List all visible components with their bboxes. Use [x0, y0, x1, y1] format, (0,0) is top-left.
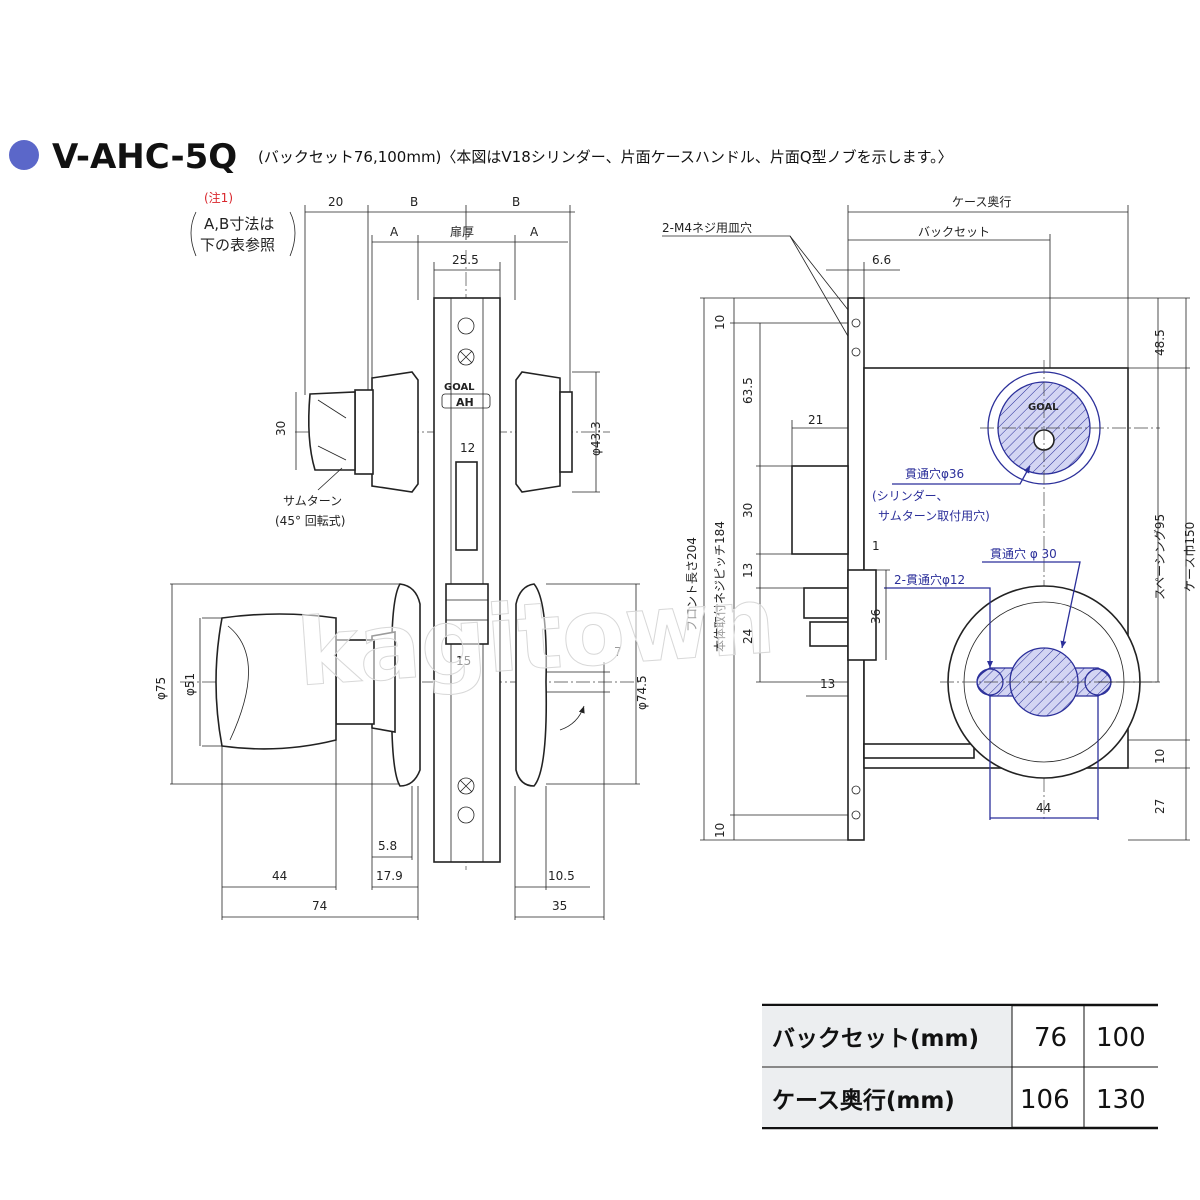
- spacing-label: スペーシング95: [1153, 514, 1167, 600]
- dim-48-5: 48.5: [1153, 329, 1167, 356]
- dim-21: 21: [808, 413, 823, 427]
- hole36-line3: サムターン取付用穴): [878, 508, 990, 523]
- dim-1: 1: [872, 539, 880, 553]
- table-cell: 100: [1096, 1023, 1146, 1053]
- brand-goal: GOAL: [444, 382, 475, 393]
- hole30-label: 貫通穴 φ 30: [990, 546, 1057, 561]
- dim-17-9: 17.9: [376, 869, 403, 883]
- screw-icon: [457, 777, 475, 795]
- dim-24: 24: [741, 629, 755, 644]
- dim-phi51: φ51: [183, 673, 197, 696]
- screw-icon: [457, 806, 475, 824]
- table-row-label: ケース奥行(mm): [772, 1087, 955, 1114]
- latch: [803, 587, 849, 619]
- right-front-plate: [847, 297, 865, 841]
- table-cell: 76: [1034, 1023, 1067, 1053]
- table-cell: 130: [1096, 1085, 1146, 1115]
- front-length-label: フロント長さ204: [685, 537, 699, 632]
- dim-44-left: 44: [272, 869, 287, 883]
- screw-icon: [457, 317, 475, 335]
- deadbolt: [791, 465, 849, 555]
- screw-icon: [457, 348, 475, 366]
- latch-bolt: [445, 583, 489, 645]
- case-width-label: ケース巾150: [1183, 522, 1197, 592]
- dim-30-left: 30: [274, 421, 288, 436]
- hole36-label: 貫通穴φ36: [905, 466, 964, 481]
- cylinder-rose: [515, 371, 561, 493]
- dim-a-left: A: [390, 225, 399, 239]
- thumbturn-rotation: (45° 回転式): [275, 514, 345, 528]
- right-view: ケース奥行 バックセット 6.6 2-M4ネジ用皿穴 GOAL 貫通穴φ36 (…: [662, 195, 1197, 841]
- model-subtitle: (バックセット76,100mm)〈本図はV18シリンダー、片面ケースハンドル、片…: [258, 148, 953, 166]
- dim-a-right: A: [530, 225, 539, 239]
- model-title: V-AHC-5Q: [52, 137, 237, 177]
- note-line1: A,B寸法は: [204, 215, 274, 233]
- dim-35: 35: [552, 899, 567, 913]
- dim-10-top: 10: [713, 315, 727, 330]
- dim-25-5: 25.5: [452, 253, 479, 267]
- dim-6-6: 6.6: [872, 253, 891, 267]
- brand-ah: AH: [456, 396, 474, 409]
- hole12-label: 2-貫通穴φ12: [894, 572, 965, 587]
- dim-10-5: 10.5: [548, 869, 575, 883]
- dim-b-left: B: [410, 195, 418, 209]
- dim-27: 27: [1153, 799, 1167, 814]
- table-cell: 106: [1020, 1085, 1070, 1115]
- backset-label: バックセット: [918, 225, 990, 239]
- dim-63-5: 63.5: [741, 377, 755, 404]
- lock-front-plate: [433, 297, 501, 863]
- hole36-line2: (シリンダー、: [872, 488, 949, 503]
- dim-phi43-3: φ43.3: [589, 421, 603, 456]
- dim-phi75: φ75: [154, 677, 168, 700]
- case-depth-label: ケース奥行: [952, 195, 1011, 209]
- dim-7: 7: [614, 645, 622, 659]
- dim-20: 20: [328, 195, 343, 209]
- note-bracket-left: [190, 211, 197, 257]
- dim-13-a: 13: [741, 563, 755, 578]
- dim-74: 74: [312, 899, 327, 913]
- deadbolt-slot: [455, 461, 478, 551]
- dim-5-8: 5.8: [378, 839, 397, 853]
- dim-phi74-5: φ74.5: [635, 675, 649, 710]
- dim-door-thickness: 扉厚: [450, 225, 474, 239]
- dim-13-b: 13: [820, 677, 835, 691]
- dim-44-right: 44: [1036, 801, 1051, 815]
- thumbturn-rose: [371, 371, 419, 493]
- thumbturn-label: サムターン: [283, 494, 342, 508]
- dim-10-bottom: 10: [713, 823, 727, 838]
- dim-10-right: 10: [1153, 749, 1167, 764]
- pitch-label: 本体取付ネジピッチ184: [713, 521, 727, 652]
- knob-neck: [335, 639, 375, 725]
- dim-15: 15: [456, 654, 471, 668]
- handle-rose: [515, 583, 548, 787]
- title-bullet-icon: [9, 140, 39, 170]
- note-label: (注1): [204, 190, 233, 205]
- dim-30-right: 30: [741, 503, 755, 518]
- note-line2: 下の表参照: [200, 236, 275, 254]
- dim-36: 36: [869, 609, 883, 624]
- watermark: kagitown: [294, 567, 779, 707]
- table-row-label: バックセット(mm): [772, 1026, 979, 1052]
- thumbturn-knob: [307, 391, 356, 471]
- dim-b-right: B: [512, 195, 520, 209]
- left-view: 20 B B A 扉厚 A 25.5 GOAL AH 12 15: [154, 195, 649, 920]
- dimension-table: バックセット(mm) 76 100 ケース奥行(mm) 106 130: [762, 1003, 1158, 1130]
- knob-rose: [390, 583, 421, 787]
- screw-hole-label: 2-M4ネジ用皿穴: [662, 220, 752, 235]
- q-knob: [215, 613, 337, 750]
- dim-12: 12: [460, 441, 475, 455]
- note-bracket-right: [289, 211, 296, 257]
- cylinder-brand: GOAL: [1028, 402, 1059, 413]
